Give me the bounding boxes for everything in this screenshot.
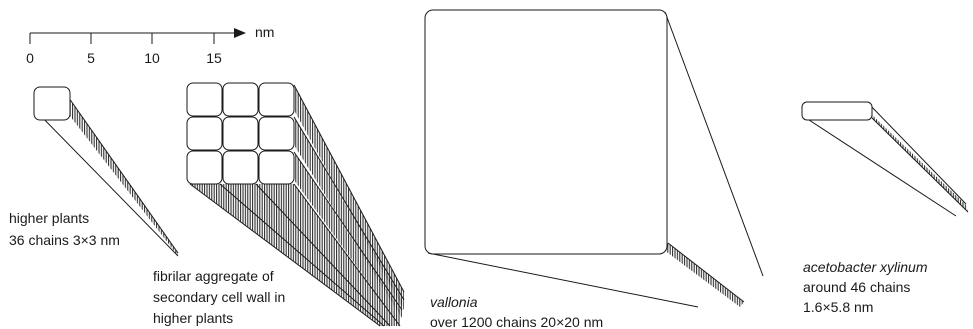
scale-tick-label: 15 bbox=[206, 50, 222, 66]
vallonia-chains-label: over 1200 chains 20×20 nm bbox=[430, 314, 603, 329]
aggregate-cell bbox=[186, 82, 223, 117]
aggregate-edge bbox=[293, 116, 405, 301]
aggregate-cell bbox=[186, 116, 223, 151]
aggregate-cell bbox=[186, 150, 223, 185]
higher-plants-microfibril bbox=[33, 86, 179, 257]
vallonia-microfibril bbox=[424, 9, 764, 308]
acetobacter-microfibril bbox=[801, 101, 969, 217]
scale-tick-label: 0 bbox=[26, 50, 34, 66]
scale-tick-label: 5 bbox=[87, 50, 95, 66]
scale-arrow-icon bbox=[234, 28, 246, 38]
aggregate-edge bbox=[293, 151, 403, 311]
vallonia-edge bbox=[667, 242, 745, 303]
acetobacter-size-label: 1.6×5.8 nm bbox=[803, 299, 873, 315]
scale-tick-label: 10 bbox=[144, 50, 160, 66]
scale-bar: 0 5 10 15 nm bbox=[26, 24, 274, 66]
acetobacter-side-hatch bbox=[868, 111, 968, 212]
vallonia-edge bbox=[664, 11, 764, 277]
acetobacter-cross-section bbox=[801, 101, 873, 121]
aggregate-edge bbox=[255, 183, 391, 327]
aggregate-label: secondary cell wall in bbox=[153, 289, 285, 305]
scale-unit-label: nm bbox=[255, 24, 274, 40]
higher-plants-label: higher plants bbox=[9, 210, 89, 226]
aggregate-cell bbox=[222, 116, 259, 151]
acetobacter-edge bbox=[805, 117, 957, 217]
fibrillar-aggregate bbox=[186, 82, 405, 327]
vallonia-cross-section bbox=[424, 9, 668, 255]
aggregate-edge bbox=[293, 84, 405, 293]
aggregate-label: fibrilar aggregate of bbox=[153, 268, 274, 284]
acetobacter-chains-label: around 46 chains bbox=[803, 279, 910, 295]
aggregate-edge bbox=[219, 183, 385, 327]
vallonia-label: vallonia bbox=[430, 294, 478, 310]
aggregate-cell bbox=[258, 150, 295, 185]
microfibril-edge bbox=[33, 108, 179, 257]
acetobacter-label: acetobacter xylinum bbox=[803, 259, 928, 275]
acetobacter-edge bbox=[871, 117, 969, 213]
aggregate-side-hatch bbox=[294, 117, 402, 318]
vallonia-edge bbox=[427, 252, 699, 308]
aggregate-cell bbox=[258, 82, 295, 117]
aggregate-cell bbox=[258, 116, 295, 151]
aggregate-edge bbox=[189, 183, 381, 327]
aggregate-cell bbox=[222, 150, 259, 185]
microfibril-cross-section bbox=[33, 86, 71, 121]
microfibril-edge bbox=[63, 90, 179, 254]
aggregate-label: higher plants bbox=[153, 310, 233, 326]
aggregate-side-hatch bbox=[294, 152, 400, 326]
aggregate-cell bbox=[222, 82, 259, 117]
higher-plants-chains-label: 36 chains 3×3 nm bbox=[9, 232, 120, 248]
acetobacter-edge bbox=[867, 102, 967, 205]
aggregate-edge bbox=[293, 183, 401, 327]
aggregate-bottom-hatch bbox=[190, 184, 400, 326]
vallonia-hatch bbox=[664, 243, 744, 307]
